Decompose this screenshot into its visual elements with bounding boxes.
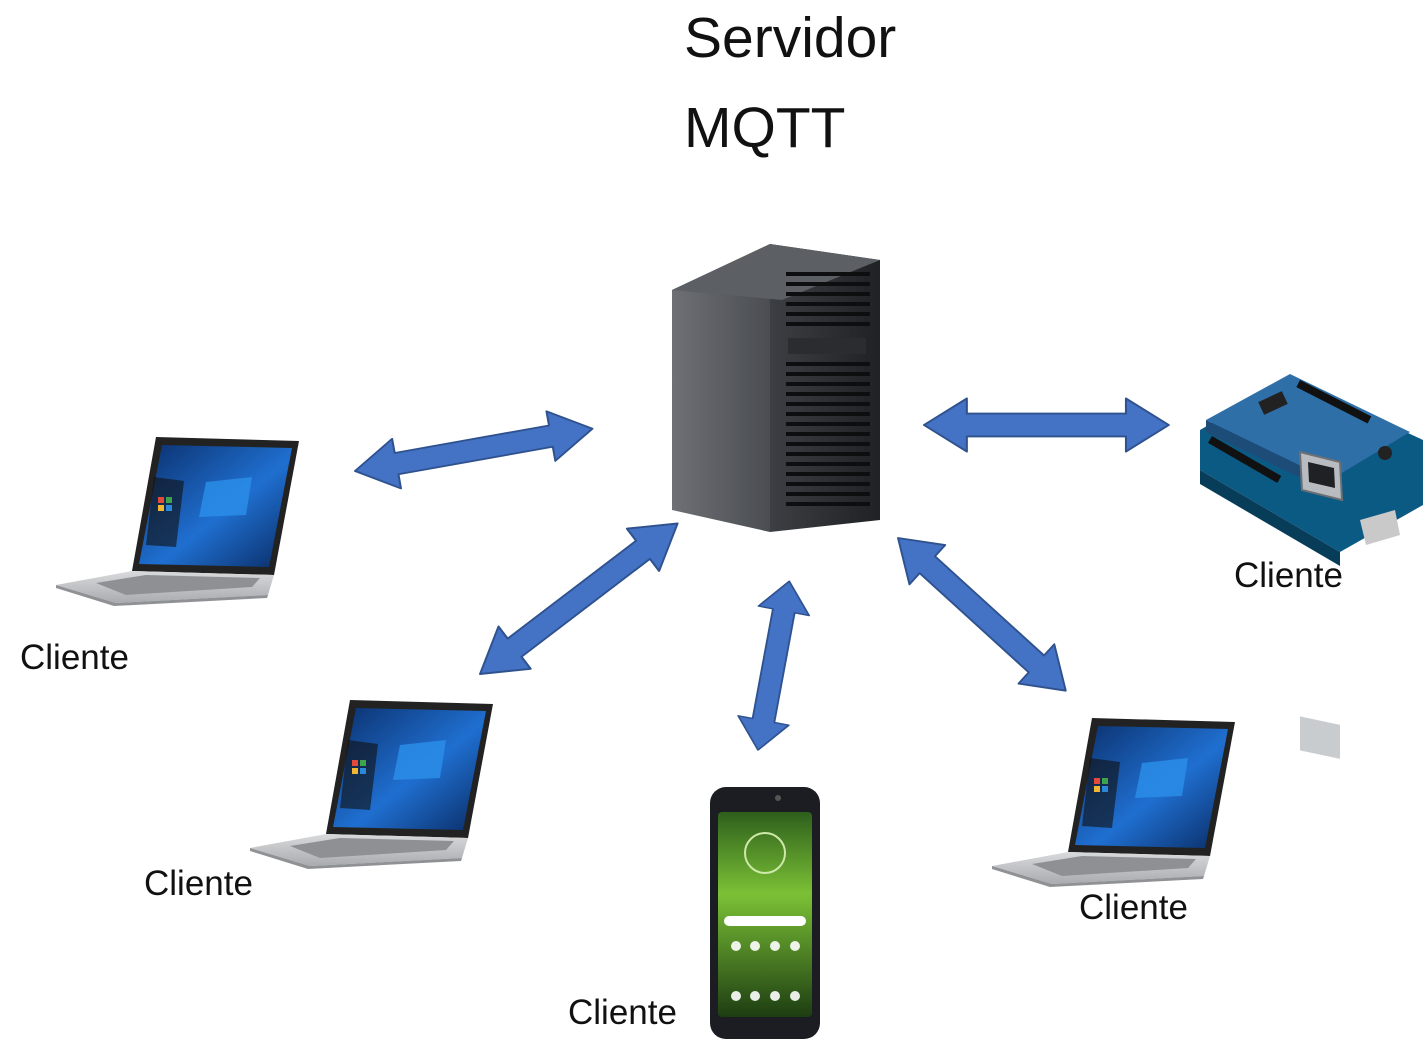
arrow-server-laptop-bottom-left	[462, 501, 695, 697]
laptop-icon-bottom-right	[992, 718, 1235, 887]
arrow-server-smartphone	[731, 575, 816, 756]
diagram-title-line-2: MQTT	[684, 96, 846, 160]
laptop-icon-bottom-left	[250, 700, 493, 869]
client-label-laptop-bottom-right: Cliente	[1079, 888, 1188, 927]
laptop-icon-left	[56, 437, 299, 606]
arrow-server-arduino	[922, 397, 1170, 453]
smartphone-icon	[710, 787, 820, 1039]
client-label-laptop-left: Cliente	[20, 638, 129, 677]
diagram-title-line-1: Servidor	[684, 6, 897, 70]
client-label-laptop-bottom-left: Cliente	[144, 864, 253, 903]
client-label-arduino: Cliente	[1234, 556, 1343, 595]
arrow-server-laptop-bottom-right	[879, 517, 1085, 712]
client-label-smartphone: Cliente	[568, 993, 677, 1032]
arduino-board-icon	[1200, 374, 1423, 759]
server-tower-icon	[672, 244, 880, 532]
arrow-server-laptop-left	[349, 402, 598, 497]
